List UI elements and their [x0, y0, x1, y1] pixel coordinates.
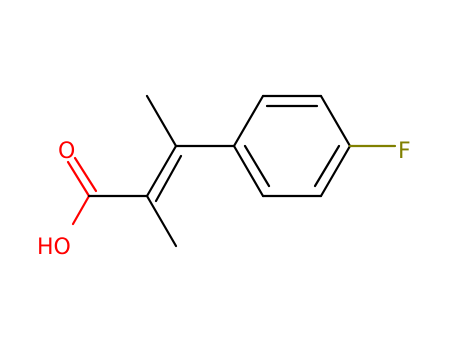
ring-edge-3: [319, 94, 352, 148]
ring-edge-6: [232, 144, 265, 198]
ring-edge-1: [232, 94, 265, 148]
ring-inner-2: [313, 144, 341, 188]
bond-beta-methyl: [145, 94, 178, 148]
ring-edge-4: [319, 144, 352, 198]
bond-hydroxyl: [71, 194, 91, 226]
bond-alpha-methyl: [145, 194, 178, 248]
bond-alkene-b: [154, 154, 183, 203]
atom-label-fluorine: F: [398, 139, 411, 164]
ring-inner-3: [243, 144, 271, 188]
bond-alkene-a: [145, 144, 178, 198]
bond-lines: [66, 94, 397, 248]
bond-carbonyl-a: [66, 160, 91, 198]
bond-carbonyl-b: [73, 156, 98, 193]
atom-label-oxygen-carbonyl: O: [58, 139, 75, 164]
atom-label-hydroxyl: HO: [37, 235, 71, 260]
